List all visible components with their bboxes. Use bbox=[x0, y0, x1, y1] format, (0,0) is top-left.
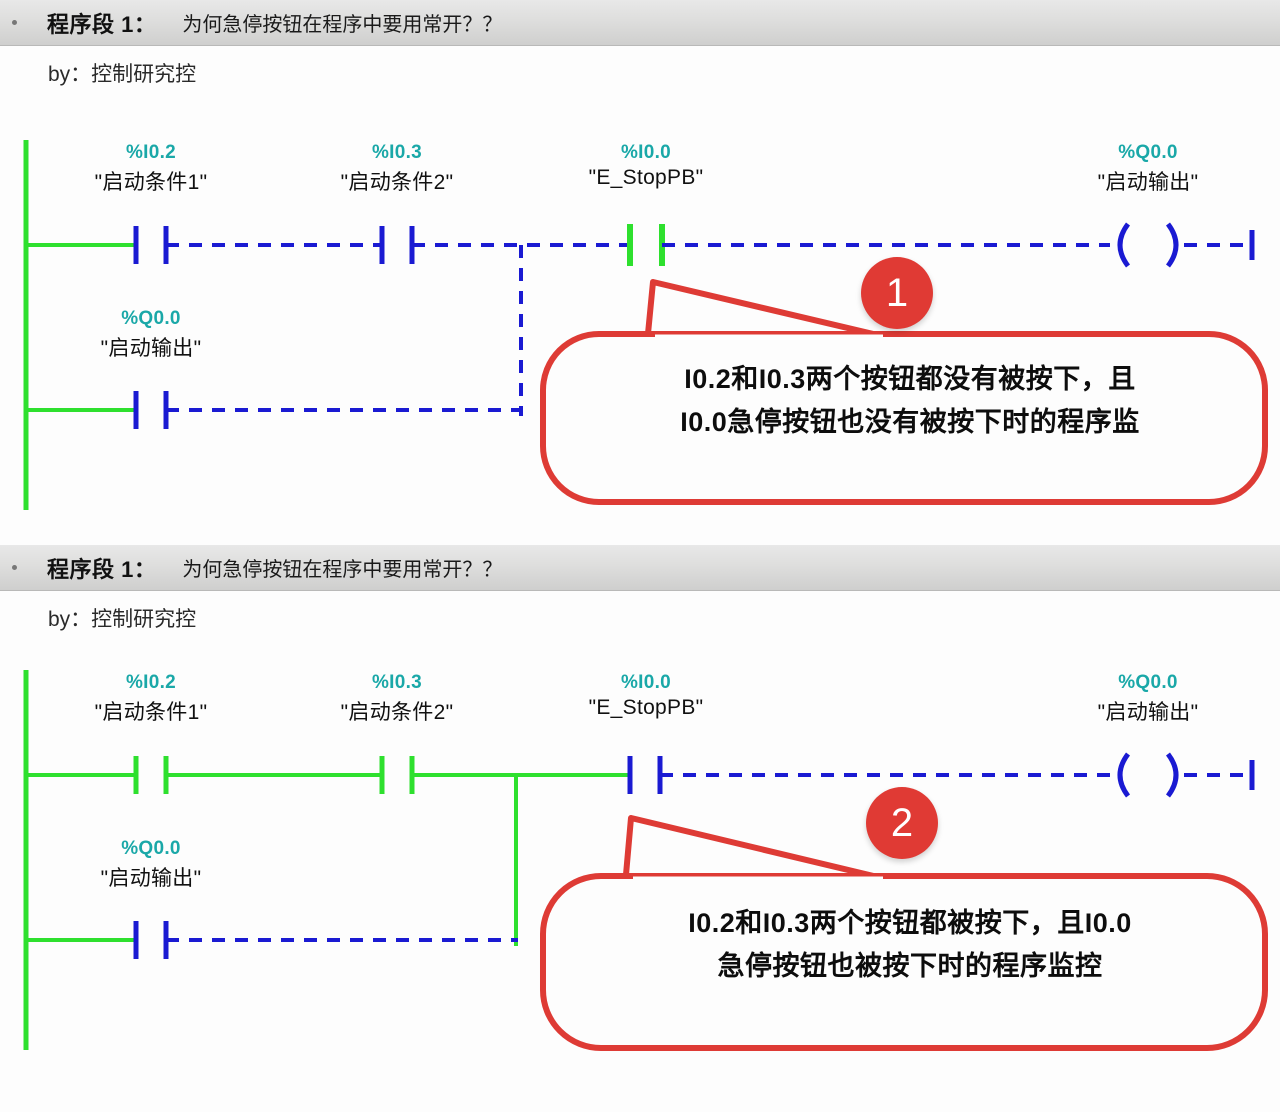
network-panel-2: 程序段 1： 为何急停按钮在程序中要用常开？？ by：控制研究控 bbox=[0, 545, 1280, 1112]
coil-q00-right-paren bbox=[1165, 752, 1179, 798]
byline-2: by：控制研究控 bbox=[48, 608, 197, 631]
ladder-svg-1 bbox=[23, 140, 1255, 510]
callout-2-text: I0.2和I0.3两个按钮都被按下，且I0.0 急停按钮也被按下时的程序监控 bbox=[688, 908, 1132, 981]
callout-badge-2: 2 bbox=[866, 787, 938, 859]
coil-q00-left-paren bbox=[1117, 222, 1131, 268]
ladder-svg-2 bbox=[23, 670, 1255, 1050]
callout-2-bubble bbox=[540, 873, 1268, 1051]
coil-q00-left-paren bbox=[1117, 752, 1131, 798]
callout-2-shape bbox=[540, 815, 1268, 1051]
callout-1-text: I0.2和I0.3两个按钮都没有被按下，且 I0.0急停按钮也没有被按下时的程序… bbox=[680, 364, 1140, 437]
byline-1: by：控制研究控 bbox=[48, 63, 197, 86]
callout-1-bubble bbox=[540, 331, 1268, 505]
network-label-2: 程序段 1： bbox=[47, 556, 157, 582]
callout-1: I0.2和I0.3两个按钮都没有被按下，且 I0.0急停按钮也没有被按下时的程序… bbox=[535, 262, 1275, 512]
callout-1-shape bbox=[540, 279, 1268, 505]
network-panel-1: 程序段 1： 为何急停按钮在程序中要用常开？？ by：控制研究控 bbox=[0, 0, 1280, 545]
network-label-1: 程序段 1： bbox=[47, 11, 157, 37]
network-title-2: 为何急停按钮在程序中要用常开？？ bbox=[182, 559, 503, 581]
network-header-2: 程序段 1： 为何急停按钮在程序中要用常开？？ bbox=[0, 545, 1280, 591]
bullet-icon bbox=[12, 565, 17, 570]
network-title-1: 为何急停按钮在程序中要用常开？？ bbox=[182, 14, 503, 36]
callout-2: I0.2和I0.3两个按钮都被按下，且I0.0 急停按钮也被按下时的程序监控 bbox=[535, 790, 1275, 1055]
coil-q00-right-paren bbox=[1165, 222, 1179, 268]
callout-badge-1-number: 1 bbox=[885, 270, 909, 315]
bullet-icon bbox=[12, 20, 17, 25]
callout-badge-1: 1 bbox=[861, 257, 933, 329]
callout-badge-2-number: 2 bbox=[890, 800, 914, 845]
network-header-1: 程序段 1： 为何急停按钮在程序中要用常开？？ bbox=[0, 0, 1280, 46]
